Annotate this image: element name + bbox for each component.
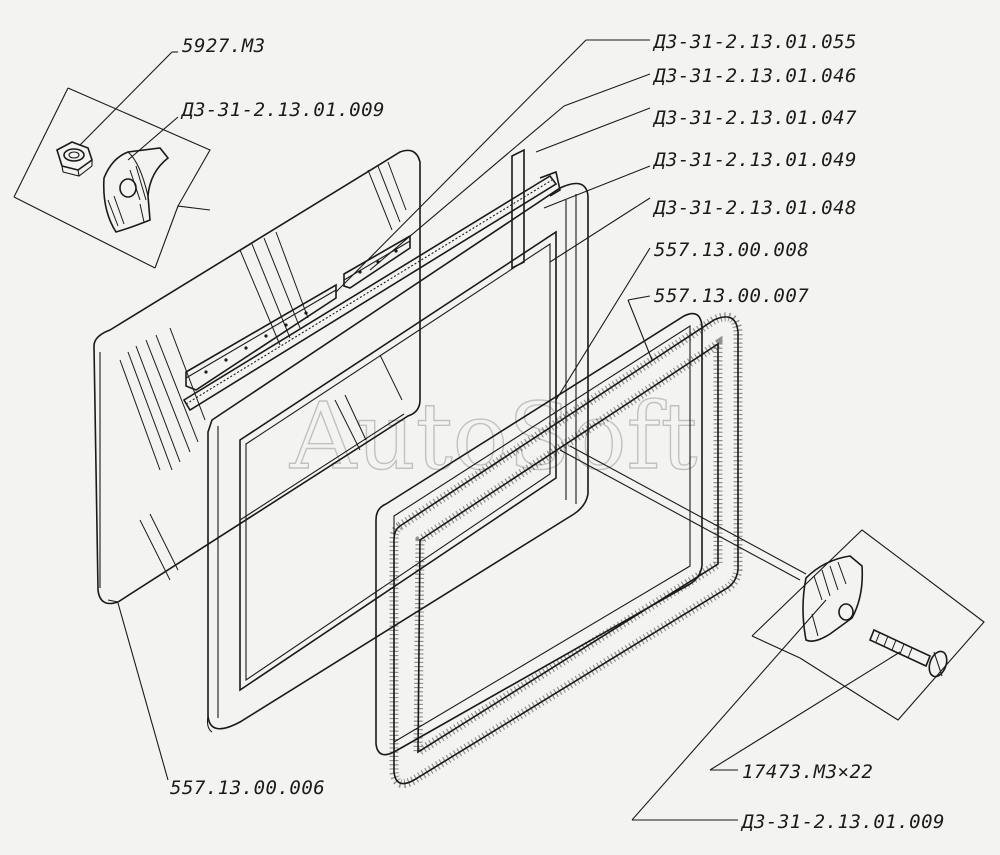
seal-gasket-007 — [389, 312, 743, 789]
part-labels: 5927.М3 Д3-31-2.13.01.009 Д3-31-2.13.01.… — [170, 31, 945, 833]
label-screw: 17473.М3×22 — [742, 761, 873, 783]
label-part-046: Д3-31-2.13.01.046 — [652, 65, 857, 87]
label-nut: 5927.М3 — [182, 35, 266, 57]
label-part-047: Д3-31-2.13.01.047 — [652, 107, 857, 129]
label-clip-bottom: Д3-31-2.13.01.009 — [740, 811, 945, 833]
seal-frame-008 — [375, 312, 703, 756]
label-clip-top: Д3-31-2.13.01.009 — [180, 99, 385, 121]
glass-panel — [93, 149, 421, 781]
window-frame — [206, 182, 589, 733]
screw-part — [868, 628, 948, 678]
nut-part — [56, 141, 93, 177]
channel-strips — [182, 148, 561, 412]
label-part-055: Д3-31-2.13.01.055 — [652, 31, 857, 53]
clip-part-top — [102, 147, 170, 233]
label-part-008: 557.13.00.008 — [654, 239, 809, 261]
inset-top-left — [13, 51, 211, 269]
clip-part-bottom — [802, 555, 864, 642]
label-part-048: Д3-31-2.13.01.048 — [652, 197, 857, 219]
label-part-049: Д3-31-2.13.01.049 — [652, 149, 857, 171]
inset-bottom-right — [559, 445, 985, 821]
label-glass: 557.13.00.006 — [170, 777, 325, 799]
leader-lines-right — [335, 39, 653, 401]
label-part-007: 557.13.00.007 — [654, 285, 809, 307]
